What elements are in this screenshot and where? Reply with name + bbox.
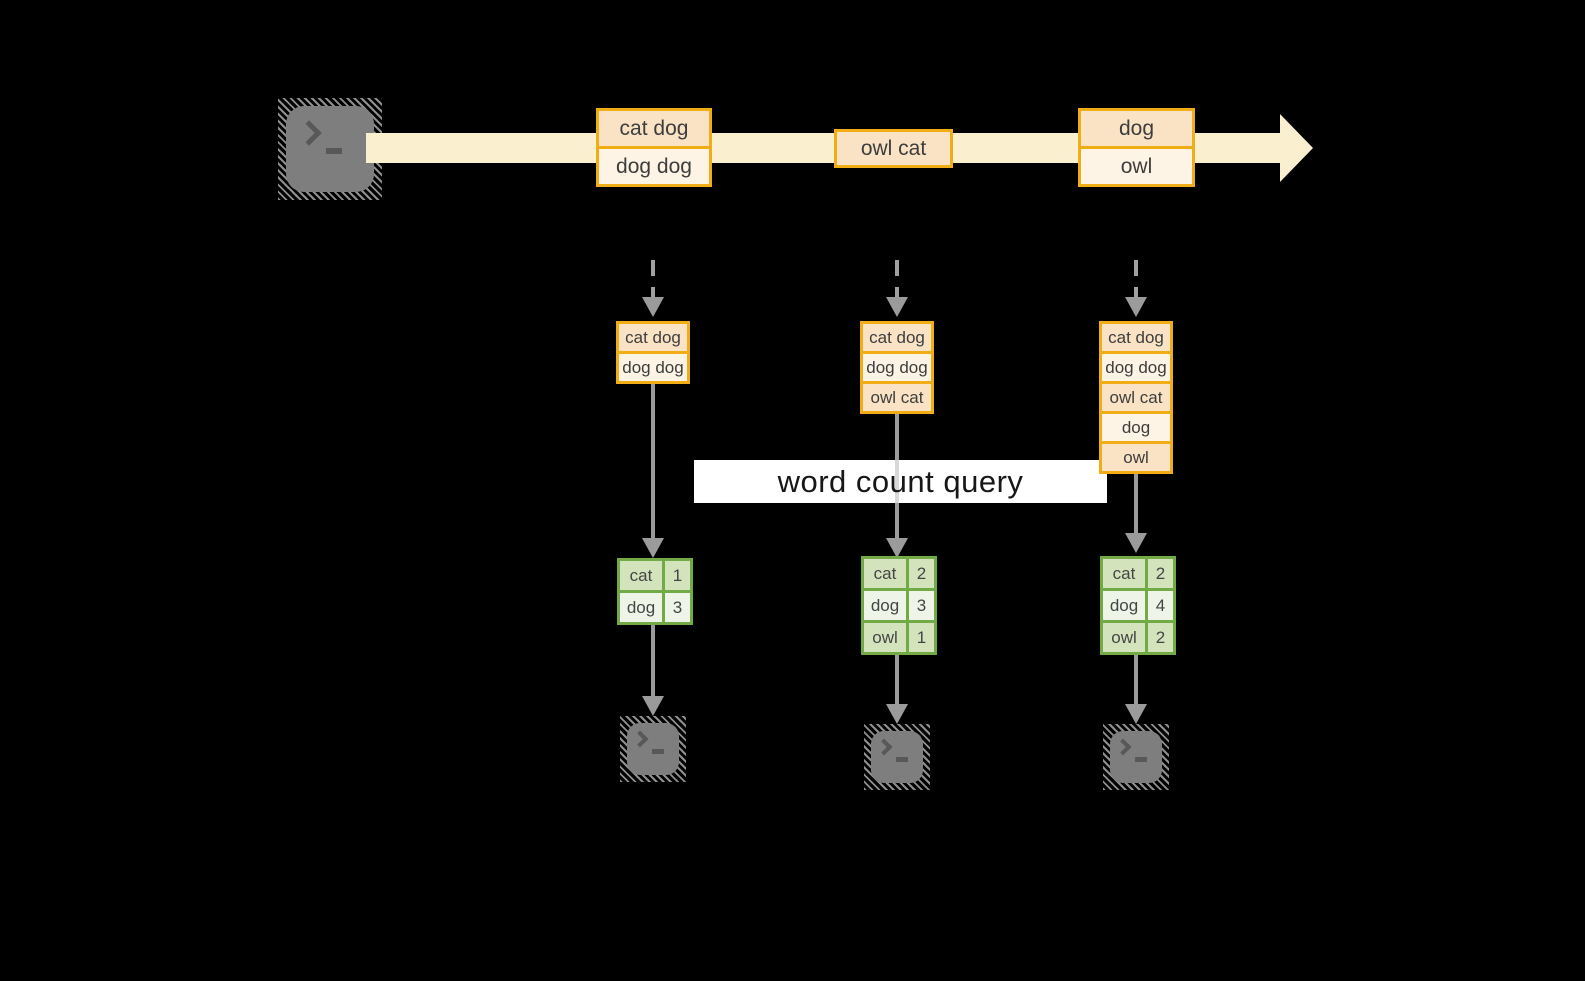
dashed-arrow-down-icon [1134, 260, 1138, 297]
state-row: owl cat [1102, 384, 1170, 411]
terminal-prompt-icon [864, 724, 930, 790]
stream-batch-1: cat dog dog dog [596, 108, 712, 187]
arrow-down-icon [895, 655, 899, 704]
state-row: dog [1102, 414, 1170, 441]
dashed-arrow-down-icon [651, 260, 655, 297]
stream-arrowhead-icon [1280, 114, 1313, 182]
count-row: dog 4 [1103, 591, 1173, 620]
state-box-2: cat dog dog dog owl cat [860, 321, 934, 414]
terminal-icon [278, 98, 382, 200]
word-cell: dog [620, 593, 662, 622]
state-row: cat dog [863, 324, 931, 351]
dashed-arrowhead-icon [642, 297, 664, 317]
count-cell: 2 [1148, 559, 1173, 588]
count-row: owl 2 [1103, 623, 1173, 652]
word-cell: owl [864, 623, 906, 652]
batch-line: cat dog [599, 111, 709, 146]
count-cell: 1 [909, 623, 934, 652]
state-row: dog dog [619, 354, 687, 381]
prompt-cursor-icon [652, 749, 664, 754]
count-cell: 2 [909, 559, 934, 588]
prompt-cursor-icon [326, 148, 342, 154]
arrowhead-icon [642, 538, 664, 558]
state-row: owl cat [863, 384, 931, 411]
state-box-1: cat dog dog dog [616, 321, 690, 384]
word-cell: dog [1103, 591, 1145, 620]
prompt-chevron-icon [875, 738, 893, 756]
prompt-chevron-icon [631, 730, 649, 748]
arrowhead-icon [886, 538, 908, 558]
count-row: owl 1 [864, 623, 934, 652]
arrowhead-icon [1125, 704, 1147, 724]
count-row: cat 2 [1103, 559, 1173, 588]
state-row: cat dog [1102, 324, 1170, 351]
word-cell: cat [1103, 559, 1145, 588]
dashed-arrowhead-icon [1125, 297, 1147, 317]
count-table-2: cat 2 dog 3 owl 1 [861, 556, 937, 655]
terminal-icon [864, 724, 930, 790]
word-cell: owl [1103, 623, 1145, 652]
count-row: dog 3 [864, 591, 934, 620]
batch-line: dog [1081, 111, 1192, 146]
count-row: cat 2 [864, 559, 934, 588]
prompt-cursor-icon [896, 757, 908, 762]
state-row: owl [1102, 444, 1170, 471]
terminal-prompt-icon [278, 98, 382, 200]
terminal-icon [1103, 724, 1169, 790]
stream-batch-2: owl cat [834, 129, 953, 168]
batch-line: owl cat [837, 132, 950, 165]
count-cell: 3 [909, 591, 934, 620]
count-cell: 2 [1148, 623, 1173, 652]
count-table-1: cat 1 dog 3 [617, 558, 693, 625]
prompt-cursor-icon [1135, 757, 1147, 762]
dashed-arrow-down-icon [895, 260, 899, 297]
stream-batch-3: dog owl [1078, 108, 1195, 187]
prompt-chevron-icon [296, 120, 322, 146]
query-label: word count query [694, 460, 1107, 503]
count-row: dog 3 [620, 593, 690, 622]
arrowhead-icon [886, 704, 908, 724]
word-cell: cat [864, 559, 906, 588]
arrow-passthrough-line [895, 460, 899, 503]
count-cell: 3 [665, 593, 690, 622]
query-label-text: word count query [777, 463, 1024, 499]
arrowhead-icon [1125, 533, 1147, 553]
prompt-chevron-icon [1114, 738, 1132, 756]
state-box-3: cat dog dog dog owl cat dog owl [1099, 321, 1173, 474]
arrow-down-icon [1134, 655, 1138, 704]
word-cell: dog [864, 591, 906, 620]
dashed-arrowhead-icon [886, 297, 908, 317]
state-row: dog dog [863, 354, 931, 381]
word-cell: cat [620, 561, 662, 590]
arrow-down-icon [651, 384, 655, 538]
state-row: dog dog [1102, 354, 1170, 381]
terminal-prompt-icon [1103, 724, 1169, 790]
arrow-down-icon [1134, 474, 1138, 533]
terminal-prompt-icon [620, 716, 686, 782]
count-cell: 1 [665, 561, 690, 590]
count-cell: 4 [1148, 591, 1173, 620]
arrow-down-icon [651, 625, 655, 696]
state-row: cat dog [619, 324, 687, 351]
arrowhead-icon [642, 696, 664, 716]
count-table-3: cat 2 dog 4 owl 2 [1100, 556, 1176, 655]
count-row: cat 1 [620, 561, 690, 590]
batch-line: dog dog [599, 149, 709, 184]
terminal-icon [620, 716, 686, 782]
batch-line: owl [1081, 149, 1192, 184]
